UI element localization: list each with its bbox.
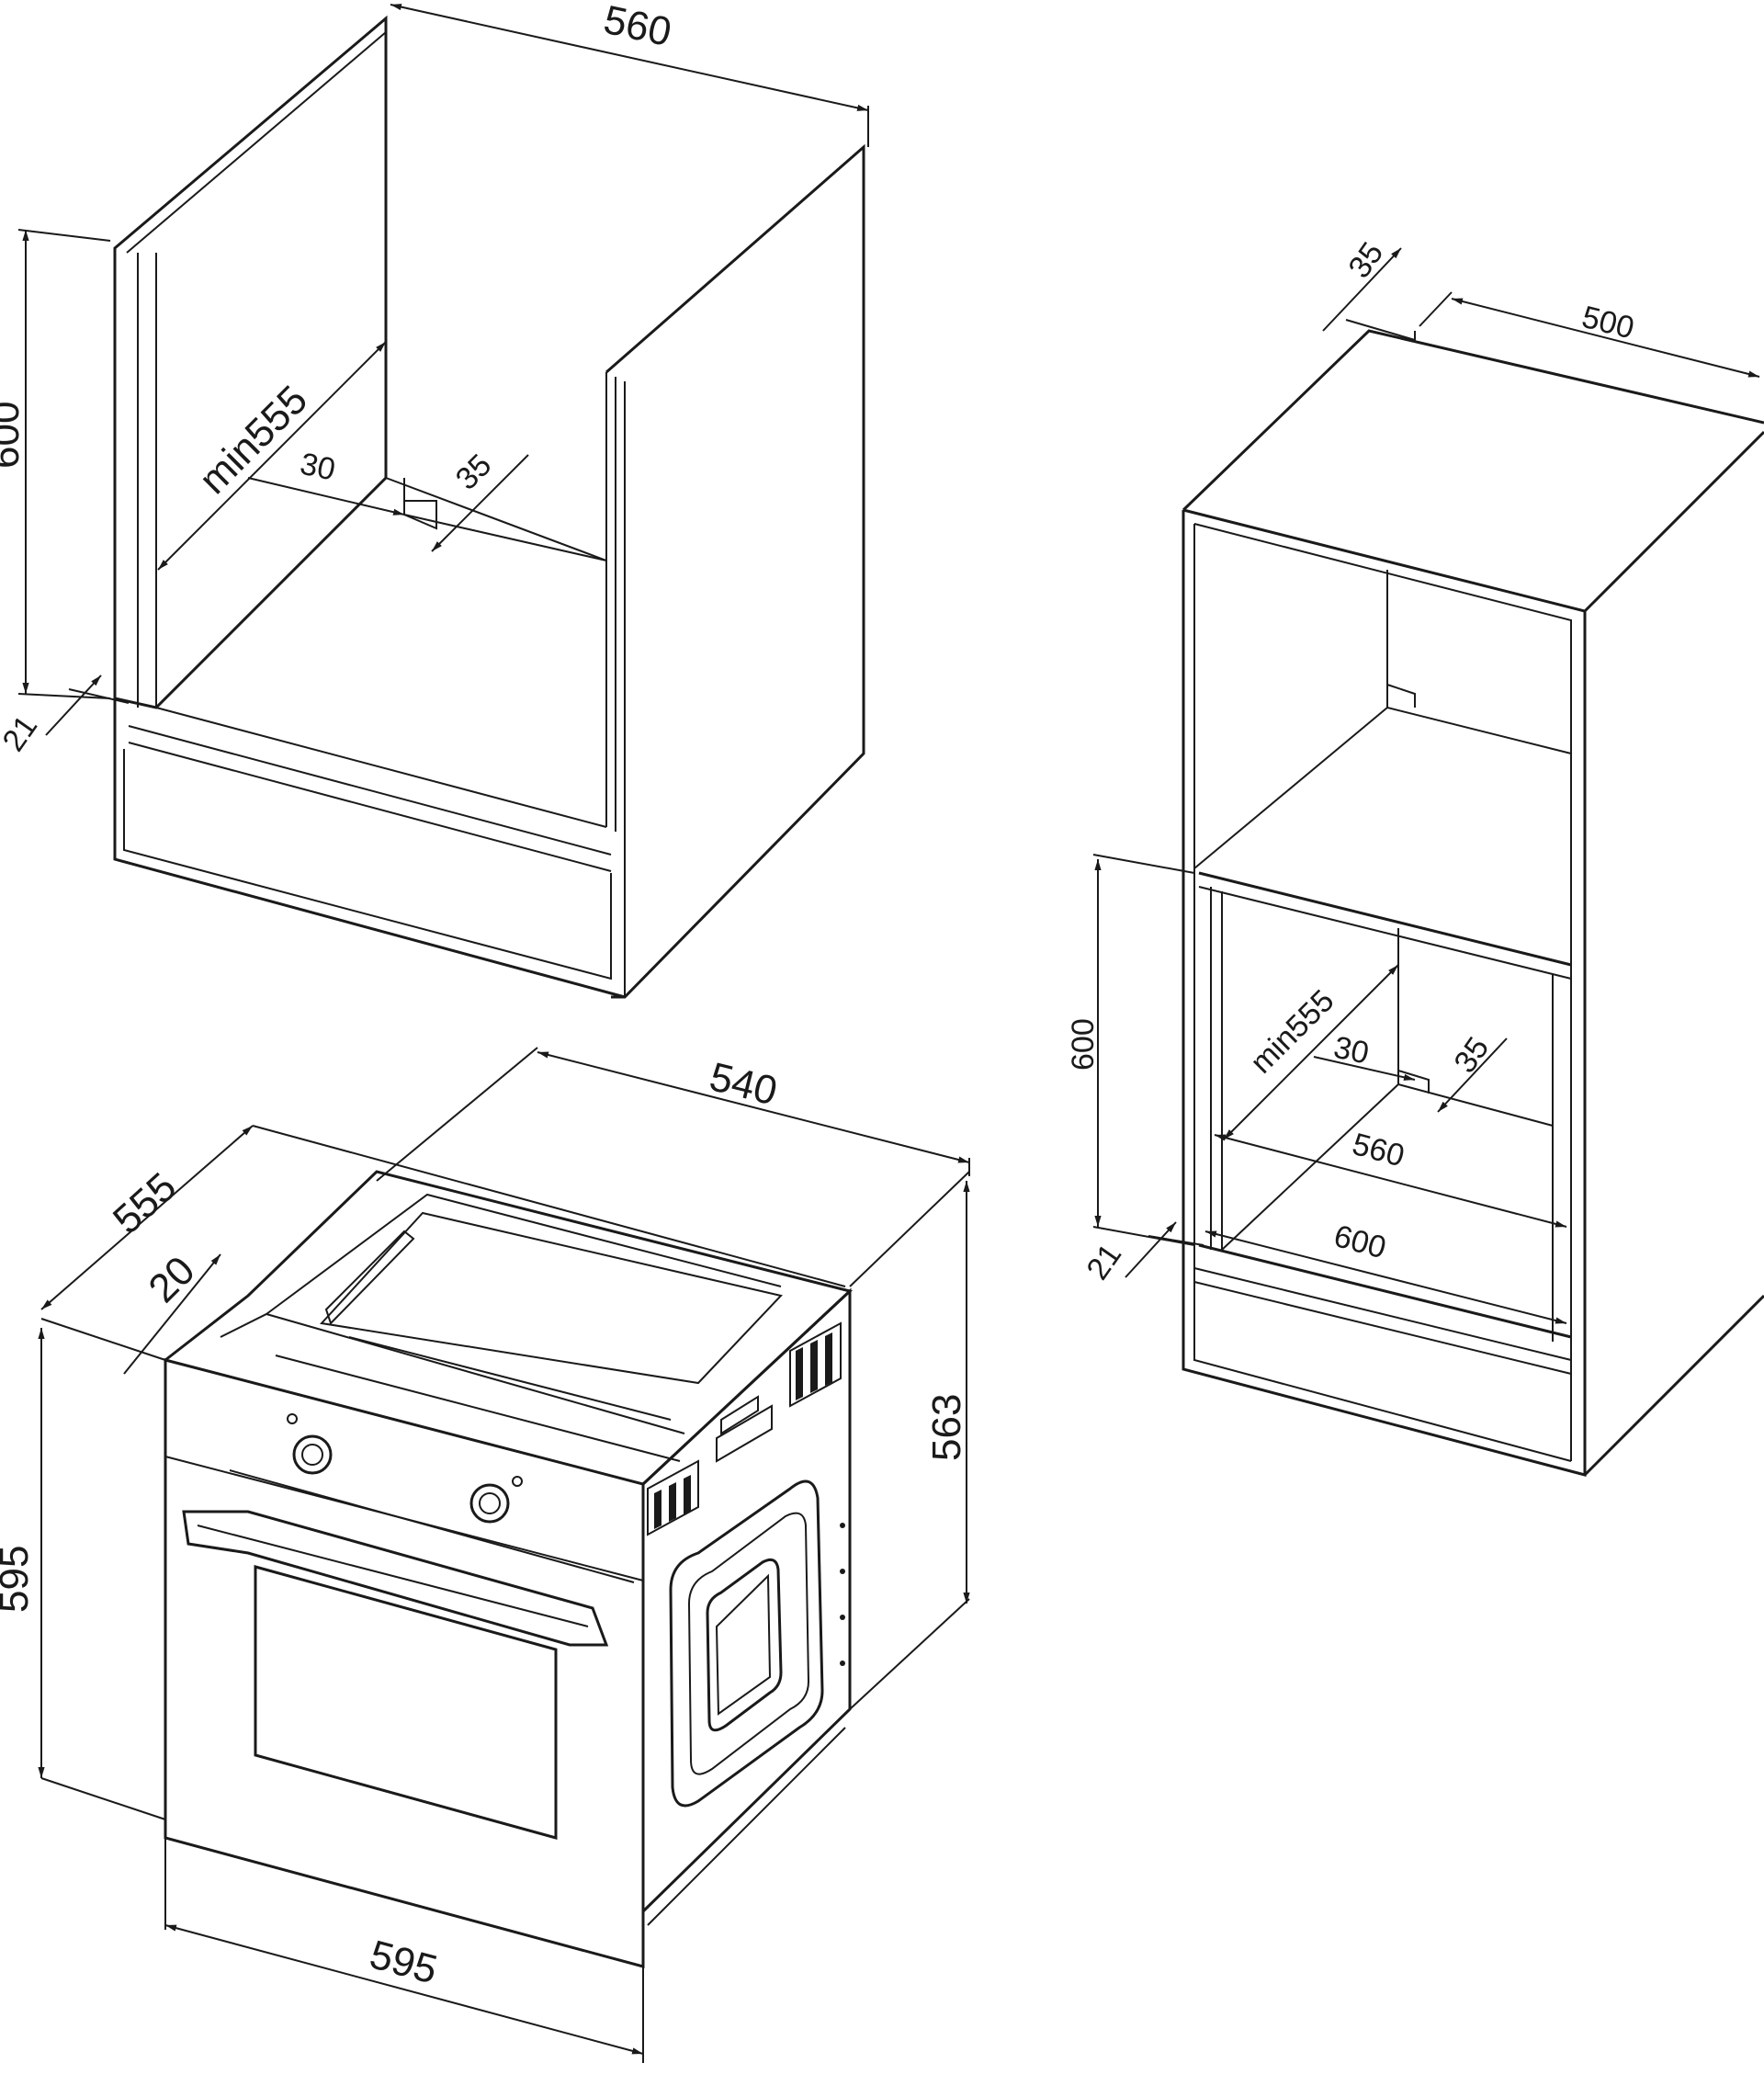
tall-inner-width-label: 560 bbox=[1349, 1127, 1408, 1173]
tall-cabinet bbox=[1182, 329, 1764, 1477]
tall-cabinet-dimensions: 35 500 600 min555 30 35 560 600 21 bbox=[1066, 236, 1760, 1324]
oven bbox=[164, 1170, 854, 1968]
tall-top-depth-label: 500 bbox=[1578, 300, 1637, 346]
oven-width-label: 595 bbox=[365, 1932, 442, 1992]
base-gap-side-label: 35 bbox=[449, 448, 499, 497]
oven-height-front-label: 595 bbox=[0, 1546, 37, 1613]
base-height-label: 600 bbox=[0, 402, 28, 469]
tall-depth-label: min555 bbox=[1244, 983, 1341, 1081]
left-knob-icon bbox=[292, 1434, 333, 1475]
oven-front-lip-label: 20 bbox=[140, 1248, 203, 1311]
tall-gap-back-label: 30 bbox=[1330, 1030, 1372, 1071]
base-gap-back-label: 30 bbox=[297, 447, 338, 488]
base-depth-label: min555 bbox=[190, 377, 316, 503]
oven-depth-top-label: 540 bbox=[706, 1054, 782, 1114]
tall-gap-side-label: 35 bbox=[1447, 1031, 1496, 1080]
base-bottom-label: 21 bbox=[0, 709, 44, 758]
base-cabinet-dimensions: 560 600 min555 30 35 21 bbox=[0, 0, 869, 758]
tall-niche-height-label: 600 bbox=[1066, 1018, 1101, 1071]
tall-bottom-label: 21 bbox=[1080, 1238, 1128, 1287]
base-cabinet bbox=[113, 15, 865, 999]
base-width-label: 560 bbox=[600, 0, 675, 55]
oven-height-side-label: 563 bbox=[924, 1394, 969, 1461]
oven-depth-side-label: 555 bbox=[105, 1164, 185, 1243]
right-knob-icon bbox=[469, 1483, 510, 1524]
tall-top-gap-label: 35 bbox=[1341, 236, 1390, 285]
tall-outer-width-label: 600 bbox=[1330, 1219, 1390, 1265]
